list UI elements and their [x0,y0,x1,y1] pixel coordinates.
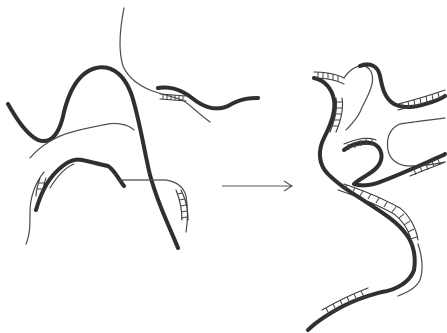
after-s-fold [344,142,445,185]
panel-after [308,64,445,330]
panel-before [8,8,258,248]
after-flap-outline [344,66,373,130]
transition-arrow [222,181,292,191]
mucosa-band-left [36,160,124,210]
after-lower-outline [398,244,422,296]
hatch-band-left-panel [36,94,188,220]
thick-loop [8,67,178,248]
right-wavy-arm [158,87,258,108]
